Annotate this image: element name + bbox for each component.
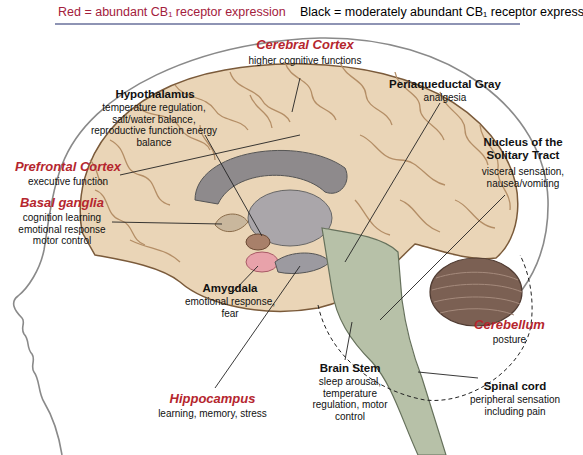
region-name: Spinal cord	[455, 380, 575, 393]
head-outline	[14, 38, 548, 455]
legend-heading: Red = abundant CB₁ receptor expression	[58, 5, 298, 19]
header-rule	[55, 23, 520, 24]
region-name: Hippocampus	[150, 392, 275, 407]
region-function: peripheral sensation including pain	[460, 394, 570, 417]
region-function: sleep arousal, temperature regulation, m…	[305, 376, 395, 422]
region-function: higher cognitive functions	[205, 55, 405, 67]
region-name: Cerebral Cortex	[215, 38, 395, 53]
region-function: temperature regulation, salt/water balan…	[90, 102, 218, 148]
region-name: Nucleus of the Solitary Tract	[468, 136, 578, 162]
hippocampus-shape	[275, 253, 330, 274]
region-name: Periaqueductal Gray	[375, 78, 515, 91]
region-function: analgesia	[375, 92, 515, 104]
cerebellum-shape	[430, 258, 522, 326]
region-name: Brain Stem	[295, 362, 405, 375]
region-name: Basal ganglia	[6, 196, 118, 211]
hypothalamus-shape	[246, 234, 270, 250]
region-function: learning, memory, stress	[140, 408, 285, 420]
region-function: emotional response, fear	[175, 296, 285, 319]
region-function: visceral sensation, nausea/vomiting	[468, 166, 578, 189]
region-function: executive function	[6, 176, 130, 188]
cerebrum	[80, 64, 518, 311]
region-name: Hypothalamus	[90, 88, 220, 101]
region-function: cognition learning emotional response mo…	[6, 212, 118, 247]
amygdala-shape	[246, 252, 278, 272]
region-name: Prefrontal Cortex	[6, 160, 130, 175]
region-function: posture	[452, 334, 567, 346]
legend-heading: Black = moderately abundant CB₁ receptor…	[300, 5, 580, 19]
cerebellum-folia	[432, 272, 522, 315]
basal-ganglia-shape	[215, 214, 248, 232]
region-name: Amygdala	[175, 282, 285, 295]
region-name: Cerebellum	[452, 318, 567, 333]
